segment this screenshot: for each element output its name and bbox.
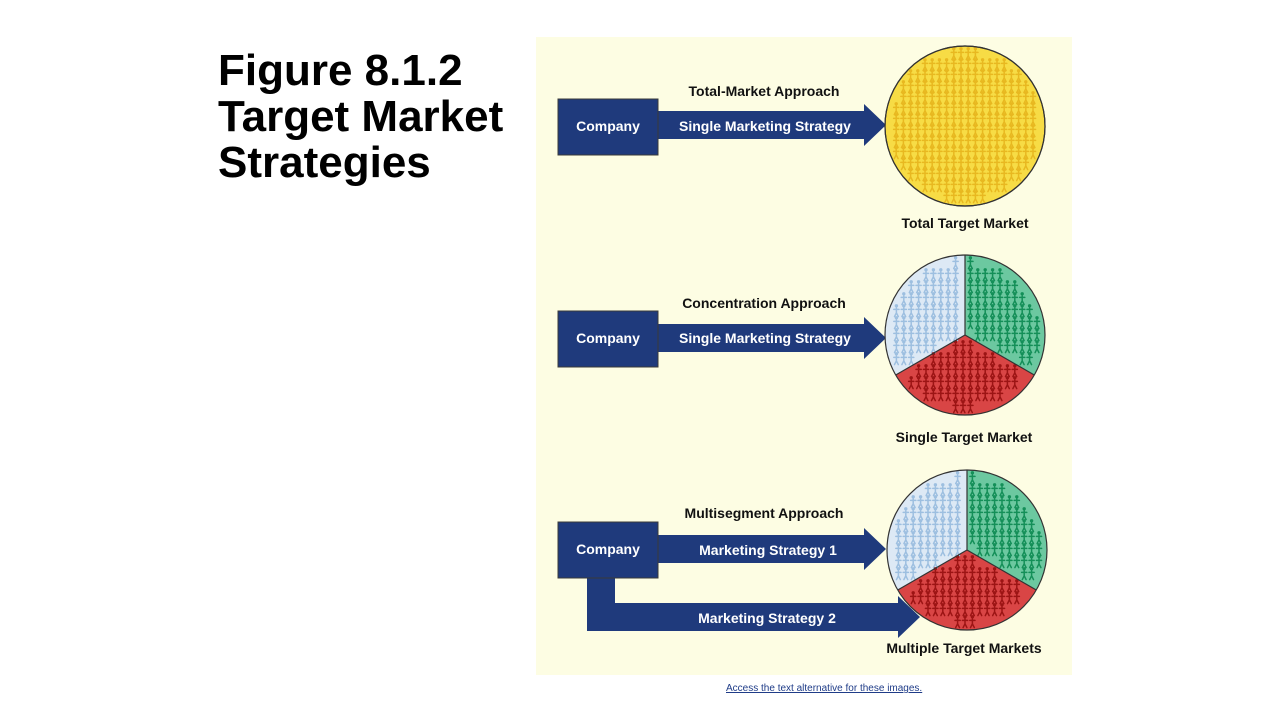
multisegment-strategy1-label: Marketing Strategy 1 xyxy=(699,542,837,558)
total-approach-label: Total-Market Approach xyxy=(689,83,840,99)
total-strategy-label: Single Marketing Strategy xyxy=(679,118,851,134)
panel-multisegment: Multisegment Approach Marketing Strategy… xyxy=(557,469,1048,656)
slide-title-line-1: Figure 8.1.2 xyxy=(218,46,463,95)
concentration-strategy-arrow xyxy=(656,317,886,359)
slide-title-line-2: Target Market xyxy=(218,92,504,141)
slide-title: Figure 8.1.2 Target Market Strategies xyxy=(218,48,518,186)
single-market-circle xyxy=(884,254,1046,416)
multiple-markets-label: Multiple Target Markets xyxy=(886,640,1042,656)
concentration-approach-label: Concentration Approach xyxy=(682,295,846,311)
total-market-people-icon xyxy=(892,47,1037,204)
multisegment-approach-label: Multisegment Approach xyxy=(685,505,844,521)
multisegment-company-box xyxy=(557,521,659,579)
total-company-box xyxy=(557,98,659,156)
concentration-strategy-label: Single Marketing Strategy xyxy=(679,330,851,346)
total-strategy-arrow xyxy=(656,104,886,146)
multisegment-strategy2-label: Marketing Strategy 2 xyxy=(698,610,836,626)
panel-concentration: Concentration Approach Single Marketing … xyxy=(557,254,1046,445)
figure-canvas: Total-Market Approach Single Marketing S… xyxy=(557,45,1048,656)
multisegment-people-icon xyxy=(895,471,1043,629)
single-market-label: Single Target Market xyxy=(896,429,1033,445)
concentration-company-box xyxy=(557,310,659,368)
slide-title-line-3: Strategies xyxy=(218,138,431,187)
text-alternative-link[interactable]: Access the text alternative for these im… xyxy=(726,683,923,694)
total-company-label: Company xyxy=(576,118,640,134)
multisegment-company-label: Company xyxy=(576,541,640,557)
total-market-label: Total Target Market xyxy=(901,215,1028,231)
multisegment-strategy2-arrow xyxy=(587,577,920,638)
panel-total-market: Total-Market Approach Single Marketing S… xyxy=(557,45,1046,231)
total-market-circle xyxy=(884,45,1046,207)
concentration-people-icon xyxy=(893,256,1041,414)
multisegment-strategy1-arrow xyxy=(656,528,886,570)
target-market-figure: Total-Market Approach Single Marketing S… xyxy=(536,37,1072,675)
concentration-company-label: Company xyxy=(576,330,640,346)
